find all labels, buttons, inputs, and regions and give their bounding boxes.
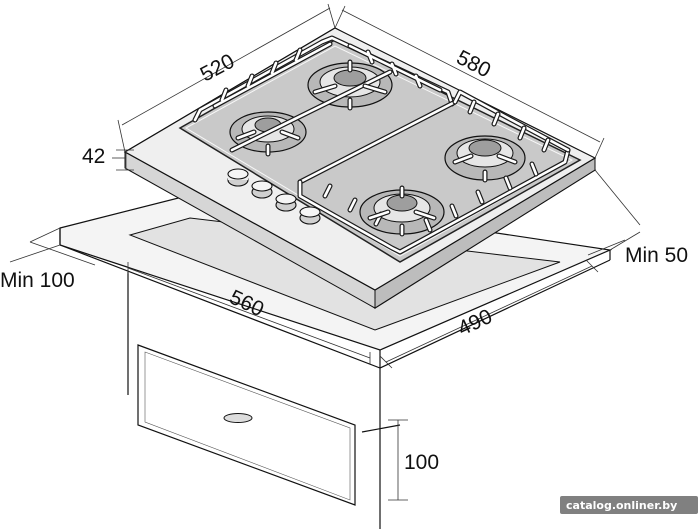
dimension-lines	[9, 3, 641, 501]
burner-back	[307, 62, 393, 108]
label-top-width: 520	[197, 50, 239, 87]
cabinet-front	[127, 272, 401, 529]
svg-text:catalog.onliner.by: catalog.onliner.by	[566, 499, 677, 512]
label-drawer-gap: 100	[404, 451, 439, 474]
label-min-front: Min 100	[0, 269, 75, 292]
burner-right	[444, 135, 526, 181]
label-top-depth: 580	[453, 46, 495, 82]
label-min-back: Min 50	[625, 244, 688, 267]
control-knobs	[227, 168, 321, 225]
pan-supports	[192, 35, 571, 255]
label-height: 42	[82, 145, 105, 168]
burner-front	[359, 189, 445, 235]
drawer-handle	[223, 413, 253, 423]
hob	[123, 27, 597, 309]
watermark: catalog.onliner.by	[560, 496, 698, 514]
